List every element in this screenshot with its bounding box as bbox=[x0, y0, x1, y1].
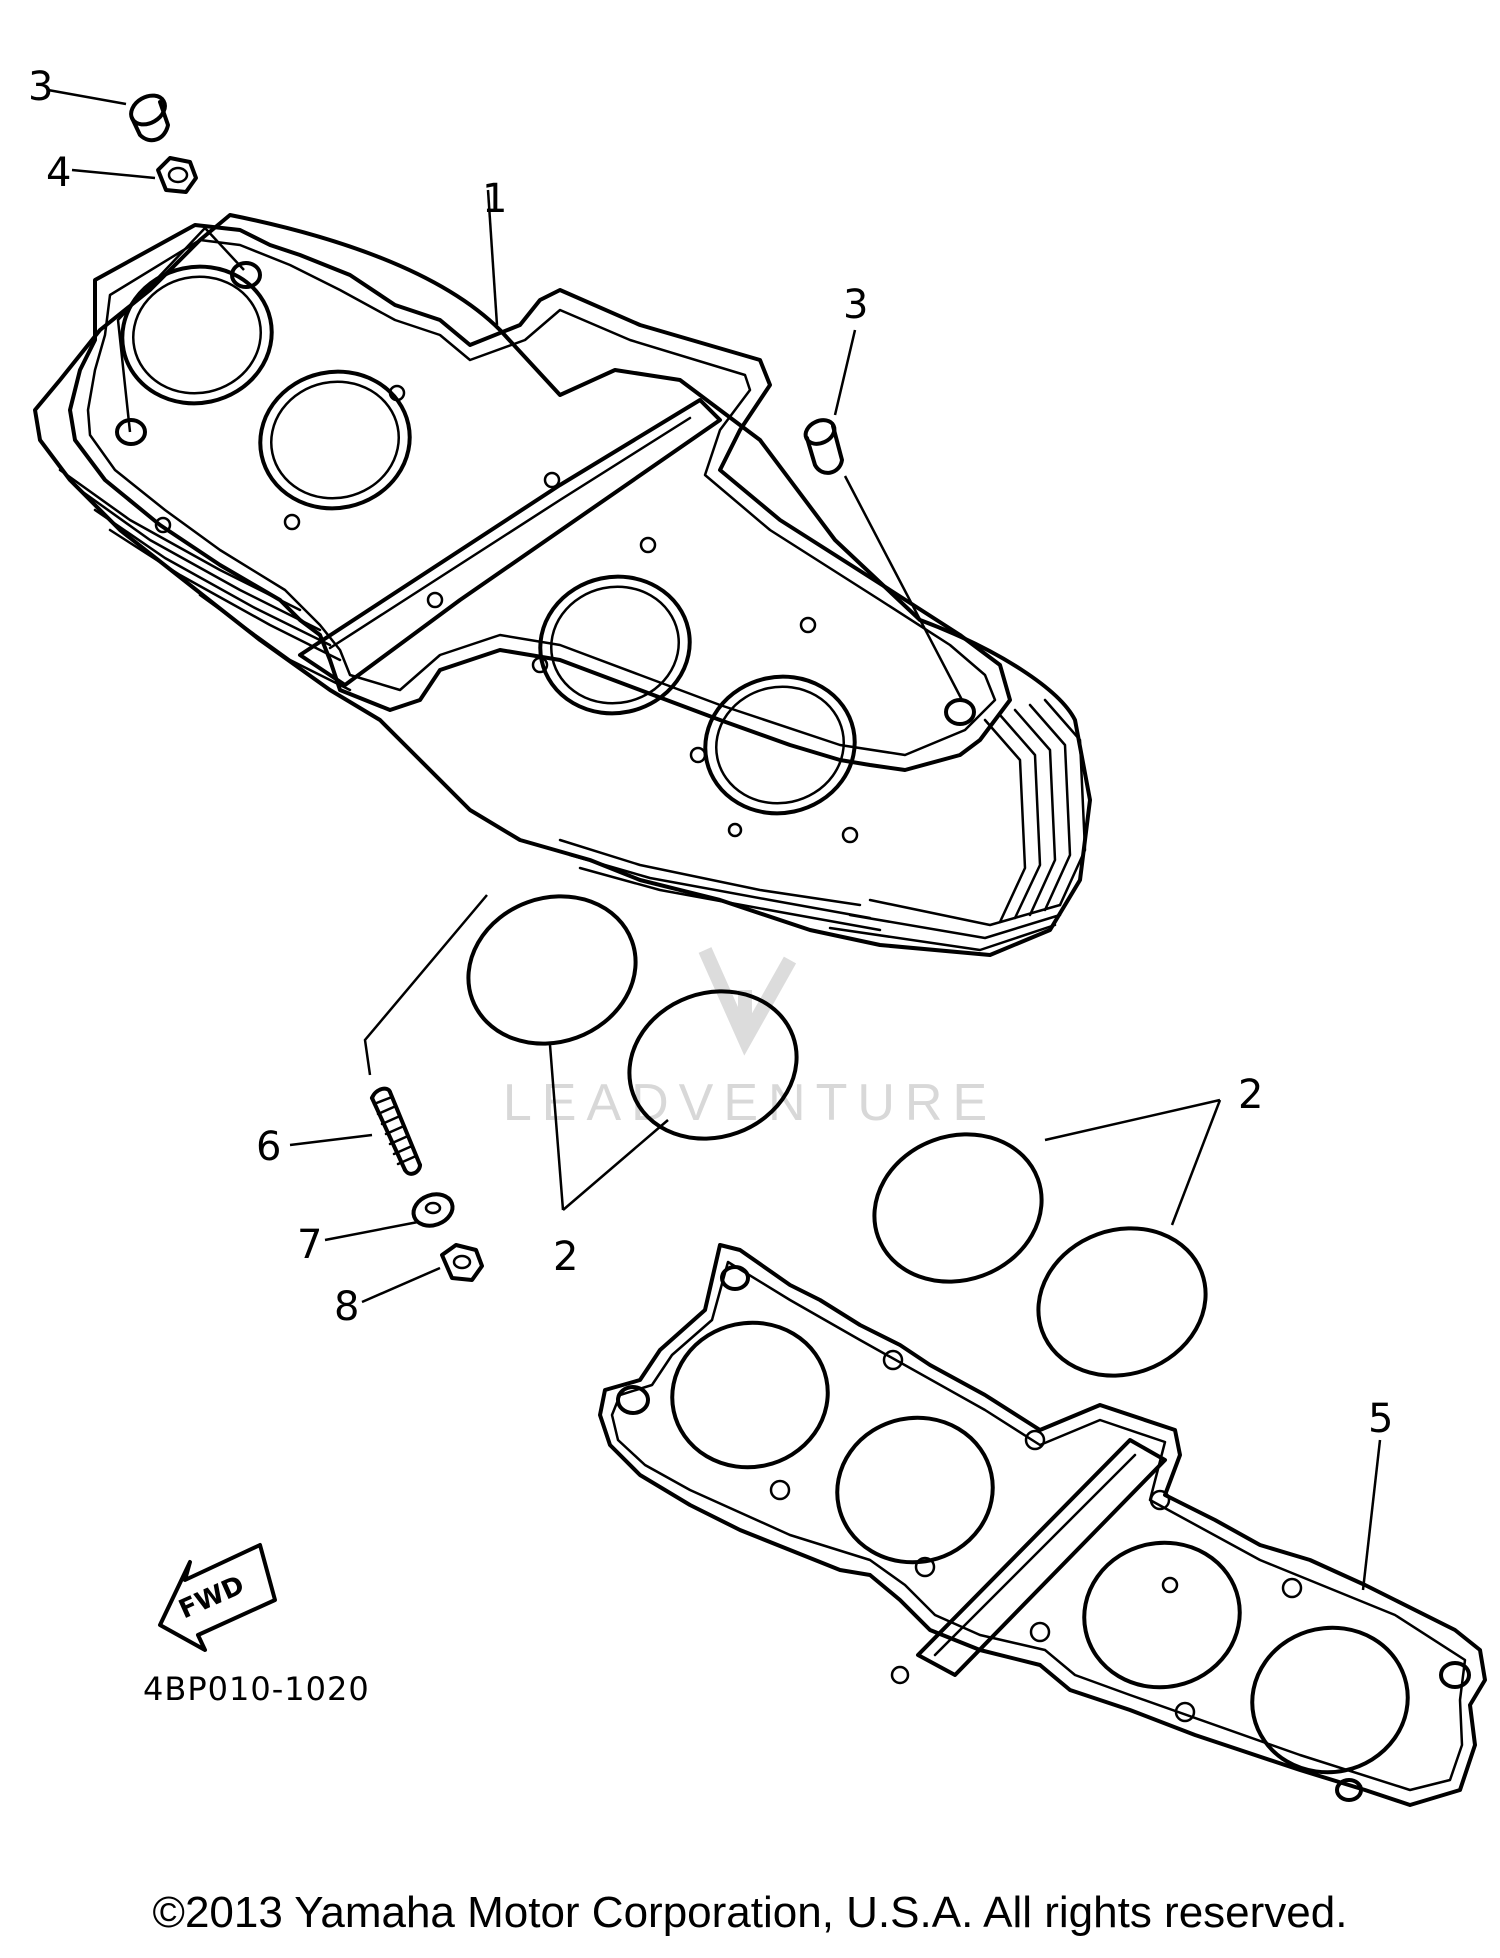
callout-8: 8 bbox=[334, 1284, 359, 1330]
callout-5: 5 bbox=[1368, 1396, 1393, 1442]
dowel-pin-right bbox=[803, 418, 844, 475]
callout-3-top: 3 bbox=[28, 64, 53, 110]
callout-2-left: 2 bbox=[553, 1234, 578, 1280]
watermark-text: LEADVENTURE bbox=[503, 1074, 997, 1132]
cylinder-block bbox=[33, 213, 1092, 957]
callout-4: 4 bbox=[46, 150, 71, 196]
o-rings bbox=[466, 894, 1208, 1378]
callout-3-right: 3 bbox=[843, 282, 868, 328]
callout-1: 1 bbox=[482, 176, 507, 222]
watermark: LEADVENTURE bbox=[503, 947, 997, 1132]
callout-numbers: 3 4 1 3 2 2 5 6 7 8 bbox=[28, 64, 1393, 1442]
leader-lines bbox=[47, 88, 1382, 1591]
callout-6: 6 bbox=[256, 1124, 281, 1170]
stud-bolt bbox=[370, 1086, 422, 1176]
nut-part-8 bbox=[440, 1243, 484, 1282]
copyright-notice: ©2013 Yamaha Motor Corporation, U.S.A. A… bbox=[152, 1888, 1348, 1937]
dowel-pin-top bbox=[129, 93, 170, 143]
cylinder-gasket bbox=[598, 1243, 1487, 1807]
callout-2-right: 2 bbox=[1238, 1072, 1263, 1118]
figure-code: 4BP010-1020 bbox=[143, 1670, 370, 1708]
nut-part-4 bbox=[156, 156, 198, 194]
forward-arrow-icon: FWD bbox=[158, 1543, 277, 1652]
washer-part-7 bbox=[411, 1192, 455, 1228]
callout-7: 7 bbox=[297, 1222, 322, 1268]
